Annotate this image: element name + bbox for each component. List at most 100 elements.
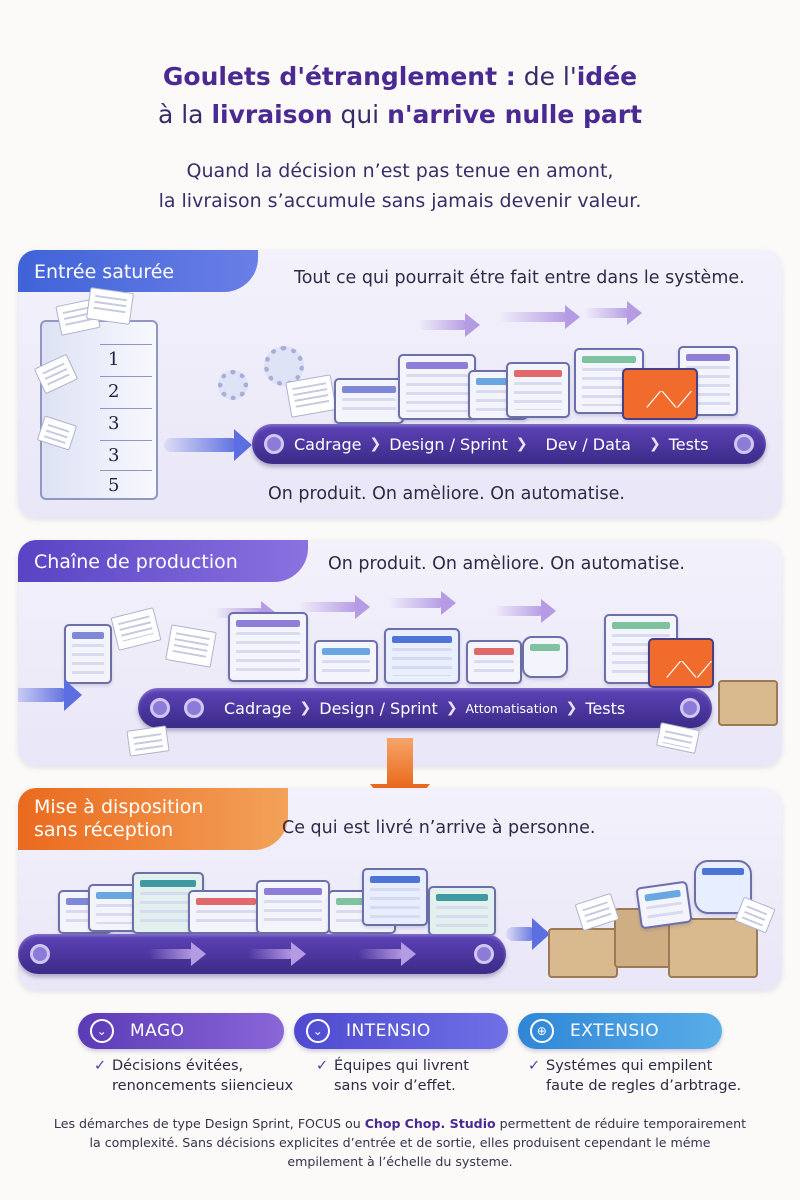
note-line: Équipes qui livrent [334,1058,469,1074]
backlog-number: 2 [100,376,152,406]
monitor-icon [635,880,693,930]
title-emphasis: idée [576,62,638,91]
paper-icon [110,607,162,651]
paper-icon [165,624,217,668]
monitor-icon [314,640,378,684]
panel-entree-saturee: Entrée saturée Tout ce qui pourrait étre… [18,250,782,518]
pill-note-mago: ✓ Décisions évitées, renoncements siienc… [94,1056,302,1096]
note-line: faute de regles d’arbtrage. [546,1078,742,1094]
chevron-right-icon: ❯ [565,700,578,716]
panel-tab: Mise à disposition sans réception [18,788,288,850]
flow-arrow-icon [418,313,480,337]
stage-dev-data: Dev / Data [545,434,631,454]
stage-automatisation: Attomatisation [465,700,558,716]
footer-text: Les démarches de type Design Sprint, FOC… [53,1116,365,1131]
note-line: renoncements siiencieux [112,1078,294,1094]
title-text: à la [157,100,212,129]
panel-caption-top: Tout ce qui pourrait étre fait entre dan… [294,268,745,288]
panel-tab: Chaîne de production [18,540,308,582]
trend-line-icon: ⟋⟍⟋ [666,658,713,683]
monitor-icon [64,624,112,684]
panel-chaine-de-production: Chaîne de production On produit. On amèl… [18,540,782,766]
title-text: qui [332,100,388,129]
panel-mise-a-disposition: Mise à disposition sans réception Ce qui… [18,788,782,990]
chevron-right-icon: ❯ [515,436,528,452]
flow-arrow-icon [148,942,206,966]
page-subtitle: Quand la décision n’est pas tenue en amo… [0,156,800,216]
monitor-icon [428,886,496,936]
gear-icon [218,370,248,400]
flow-arrow-icon [388,591,456,615]
check-icon: ✓ [94,1058,107,1074]
flow-arrow-icon [298,595,370,619]
conveyor-belt: Cadrage ❯ Design / Sprint ❯ Attomatisati… [138,688,712,728]
flow-arrow-icon [584,301,642,325]
page-title: Goulets d'étranglement : de l'idée à la … [0,58,800,134]
stage-design-sprint: Design / Sprint [319,698,438,718]
output-arrow-icon [506,918,550,950]
chevron-right-icon: ❯ [648,436,661,452]
panel-caption-top: Ce qui est livré n’arrive à personne. [282,818,596,838]
check-icon: ✓ [528,1058,541,1074]
monitor-icon [256,880,330,934]
title-emphasis: Goulets d'étranglement : [162,62,516,91]
note-line: sans voir d’effet. [334,1078,456,1094]
chevron-right-icon: ❯ [445,700,458,716]
stage-tests: Tests [585,698,626,718]
footer-note: Les démarches de type Design Sprint, FOC… [50,1114,750,1171]
flow-arrow-icon [248,942,306,966]
backlog-number: 3 [100,440,152,470]
stage-cadrage: Cadrage [224,698,292,718]
panel-tab-line-1: Mise à disposition [34,796,204,818]
box-icon [718,680,778,726]
paper-icon [285,374,337,418]
flow-arrow-icon [498,305,580,329]
title-line-2: à la livraison qui n'arrive nulle part [0,96,800,134]
panel-tab-line-2: sans réception [34,819,174,841]
box-icon [668,918,758,978]
monitor-icon [188,890,264,934]
stage-cadrage: Cadrage [294,434,362,454]
monitor-icon [398,354,476,420]
monitor-icon [362,868,428,926]
stage-list: Cadrage ❯ Design / Sprint ❯ Attomatisati… [224,688,625,728]
note-line: Systémes qui empilent [546,1058,713,1074]
stage-list: Cadrage ❯ Design / Sprint ❯ Dev / Data ❯… [294,424,709,464]
backlog-number: 3 [100,408,152,438]
chart-monitor-icon: ⟋⟍⟋ [622,368,698,420]
footer-text: permettent de réduire temporairement la … [89,1116,747,1169]
chevron-down-icon: ⌄ [306,1019,330,1043]
paper-icon [85,287,135,325]
panel-tab: Entrée saturée [18,250,258,292]
backlog-stack-icon: 1 2 3 3 5 [40,320,158,500]
panel-caption-top: On produit. On amèliore. On automatise. [328,554,685,574]
backlog-number: 5 [100,470,152,500]
title-emphasis: livraison [211,100,333,129]
backlog-number: 1 [100,344,152,374]
trend-line-icon: ⟋⟍⟋ [646,388,693,413]
input-arrow-icon [164,429,252,461]
flow-arrow-icon [358,942,416,966]
globe-icon: ⊕ [530,1019,554,1043]
chevron-down-icon: ⌄ [90,1019,114,1043]
chart-monitor-icon: ⟋⟍⟋ [648,638,714,688]
footer-brand: Chop [364,1116,401,1131]
title-emphasis: n'arrive nulle part [387,100,643,129]
monitor-icon [506,362,570,418]
note-line: Décisions évitées, [112,1058,244,1074]
subtitle-line-2: la livraison s’accumule sans jamais deve… [158,190,642,212]
box-icon [548,928,618,978]
robot-icon [522,636,568,678]
footer-brand: Chop. Studio [404,1116,496,1131]
gear-icon [264,346,304,386]
pill-label: INTENSIO [346,1021,431,1041]
title-text: de l' [515,62,577,91]
chevron-right-icon: ❯ [299,700,312,716]
monitor-icon [228,612,308,682]
monitor-icon [334,378,404,424]
title-line-1: Goulets d'étranglement : de l'idée [0,58,800,96]
pill-extensio: ⊕ EXTENSIO [518,1013,722,1049]
pill-note-intensio: ✓ Équipes qui livrent sans voir d’effet. [316,1056,514,1096]
conveyor-belt: Cadrage ❯ Design / Sprint ❯ Dev / Data ❯… [252,424,766,464]
paper-icon [574,892,620,932]
